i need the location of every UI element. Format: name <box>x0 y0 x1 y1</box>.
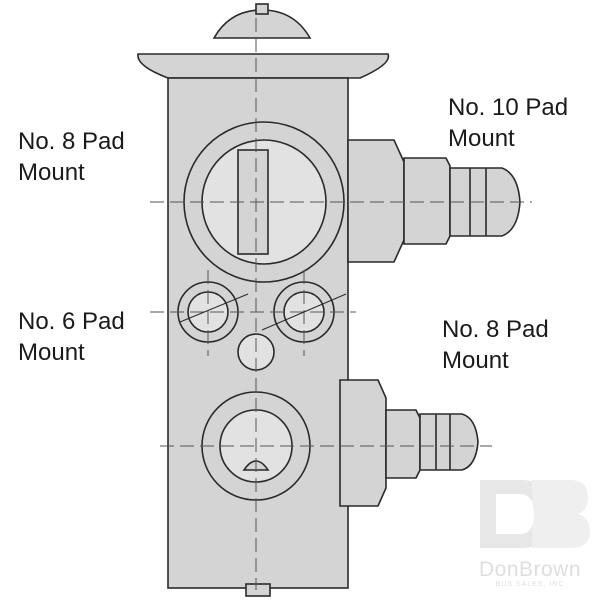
label-line: No. 10 Pad <box>448 94 569 121</box>
leader-no6-left <box>179 293 249 323</box>
label-line: No. 6 Pad <box>18 308 125 335</box>
label-line: Mount <box>18 159 85 186</box>
valve-top-stem <box>255 3 269 15</box>
watermark-subtext: BUS SALES, INC <box>495 581 565 588</box>
fitting-no8-hex <box>339 379 387 507</box>
fitting-no8-tube <box>419 413 479 471</box>
label-line: No. 8 Pad <box>18 128 125 155</box>
valve-flange <box>137 53 390 79</box>
fitting-no10-hex <box>347 139 405 263</box>
watermark-text: DonBrown <box>478 558 582 581</box>
label-line: Mount <box>18 339 85 366</box>
fitting-no8-nut <box>385 409 421 479</box>
label-no8-pad-mount-top: No. 8 Pad Mount <box>18 126 125 188</box>
watermark-db-icon <box>480 480 590 548</box>
label-line: No. 8 Pad <box>442 316 549 343</box>
label-line: Mount <box>442 347 509 374</box>
label-no10-pad-mount: No. 10 Pad Mount <box>448 92 568 154</box>
leader-no6-right <box>261 293 347 331</box>
label-line: Mount <box>448 125 515 152</box>
fitting-no10-nut <box>403 157 451 245</box>
label-no6-pad-mount: No. 6 Pad Mount <box>18 306 125 368</box>
valve-bottom-stem <box>245 583 271 597</box>
label-no8-pad-mount-right: No. 8 Pad Mount <box>442 314 549 376</box>
watermark-logo: DonBrown BUS SALES, INC <box>466 470 594 588</box>
